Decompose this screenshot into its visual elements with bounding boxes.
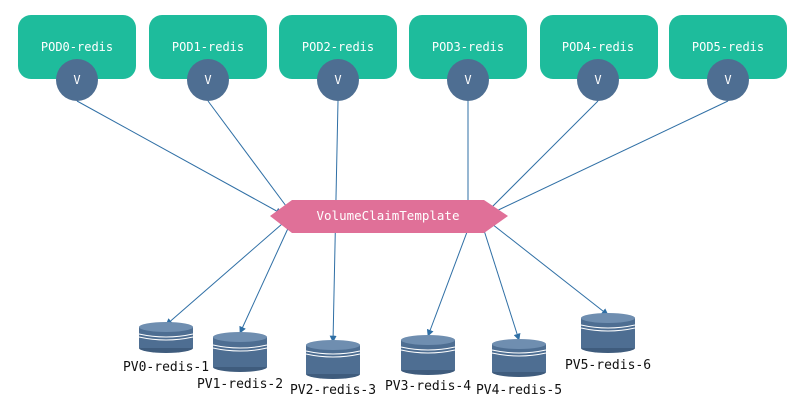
pv-disk-3[interactable]: PV3-redis-4 (385, 335, 471, 394)
volume-claim-template-label: VolumeClaimTemplate (317, 208, 460, 223)
volume-circle[interactable] (187, 59, 229, 101)
pod-node-5[interactable]: POD5-redis V (669, 15, 787, 101)
volume-label: V (724, 73, 731, 87)
database-icon (305, 340, 361, 379)
volume-claim-template-node[interactable]: VolumeClaimTemplate (270, 200, 508, 233)
pv-label: PV1-redis-2 (197, 377, 283, 392)
volume-to-template-edges (76, 100, 729, 215)
pv-label: PV3-redis-4 (385, 379, 471, 394)
volume-label: V (73, 73, 80, 87)
pv-disk-5[interactable]: PV5-redis-6 (565, 313, 651, 373)
pv-disk-1[interactable]: PV1-redis-2 (197, 332, 283, 392)
pod-node-1[interactable]: POD1-redis V (149, 15, 267, 101)
pv-label: PV5-redis-6 (565, 358, 651, 373)
pod-label: POD5-redis (692, 40, 764, 54)
pod-label: POD1-redis (172, 40, 244, 54)
edge-pod0-to-template (76, 100, 283, 215)
pod-node-0[interactable]: POD0-redis V (18, 15, 136, 101)
edge-pod1-to-template (207, 100, 293, 215)
pv-label: PV2-redis-3 (290, 383, 376, 398)
volume-label: V (594, 73, 601, 87)
pv-disk-0[interactable]: PV0-redis-1 (123, 322, 209, 375)
database-icon (491, 339, 547, 377)
volume-label: V (204, 73, 211, 87)
volume-circle[interactable] (707, 59, 749, 101)
database-icon (580, 313, 636, 353)
pods: POD0-redis V POD1-redis V POD2-redis V P… (18, 15, 787, 101)
pod-node-3[interactable]: POD3-redis V (409, 15, 527, 101)
persistent-volumes: PV0-redis-1 PV1-redis-2 PV2-redis-3 (123, 313, 651, 398)
volume-circle[interactable] (317, 59, 359, 101)
volume-circle[interactable] (56, 59, 98, 101)
pod-node-4[interactable]: POD4-redis V (540, 15, 658, 101)
pod-label: POD3-redis (432, 40, 504, 54)
database-icon (138, 322, 194, 353)
pv-disk-2[interactable]: PV2-redis-3 (290, 340, 376, 398)
edge-template-to-pv3 (426, 223, 471, 337)
pod-label: POD0-redis (41, 40, 113, 54)
volume-label: V (334, 73, 341, 87)
edge-pod4-to-template (484, 100, 599, 215)
edge-template-to-pv0 (165, 223, 283, 326)
edge-template-to-pv5 (491, 223, 609, 316)
database-icon (400, 335, 456, 375)
pod-label: POD4-redis (562, 40, 634, 54)
pv-label: PV4-redis-5 (476, 383, 562, 398)
database-icon (212, 332, 268, 372)
pod-label: POD2-redis (302, 40, 374, 54)
edge-template-to-pv4 (481, 223, 521, 341)
edge-pod5-to-template (489, 100, 729, 215)
volume-label: V (464, 73, 471, 87)
pod-node-2[interactable]: POD2-redis V (279, 15, 397, 101)
volume-circle[interactable] (577, 59, 619, 101)
volume-circle[interactable] (447, 59, 489, 101)
template-to-pv-edges (165, 100, 609, 343)
pv-label: PV0-redis-1 (123, 360, 209, 375)
pv-disk-4[interactable]: PV4-redis-5 (476, 339, 562, 398)
edge-template-to-pv1 (239, 223, 291, 334)
